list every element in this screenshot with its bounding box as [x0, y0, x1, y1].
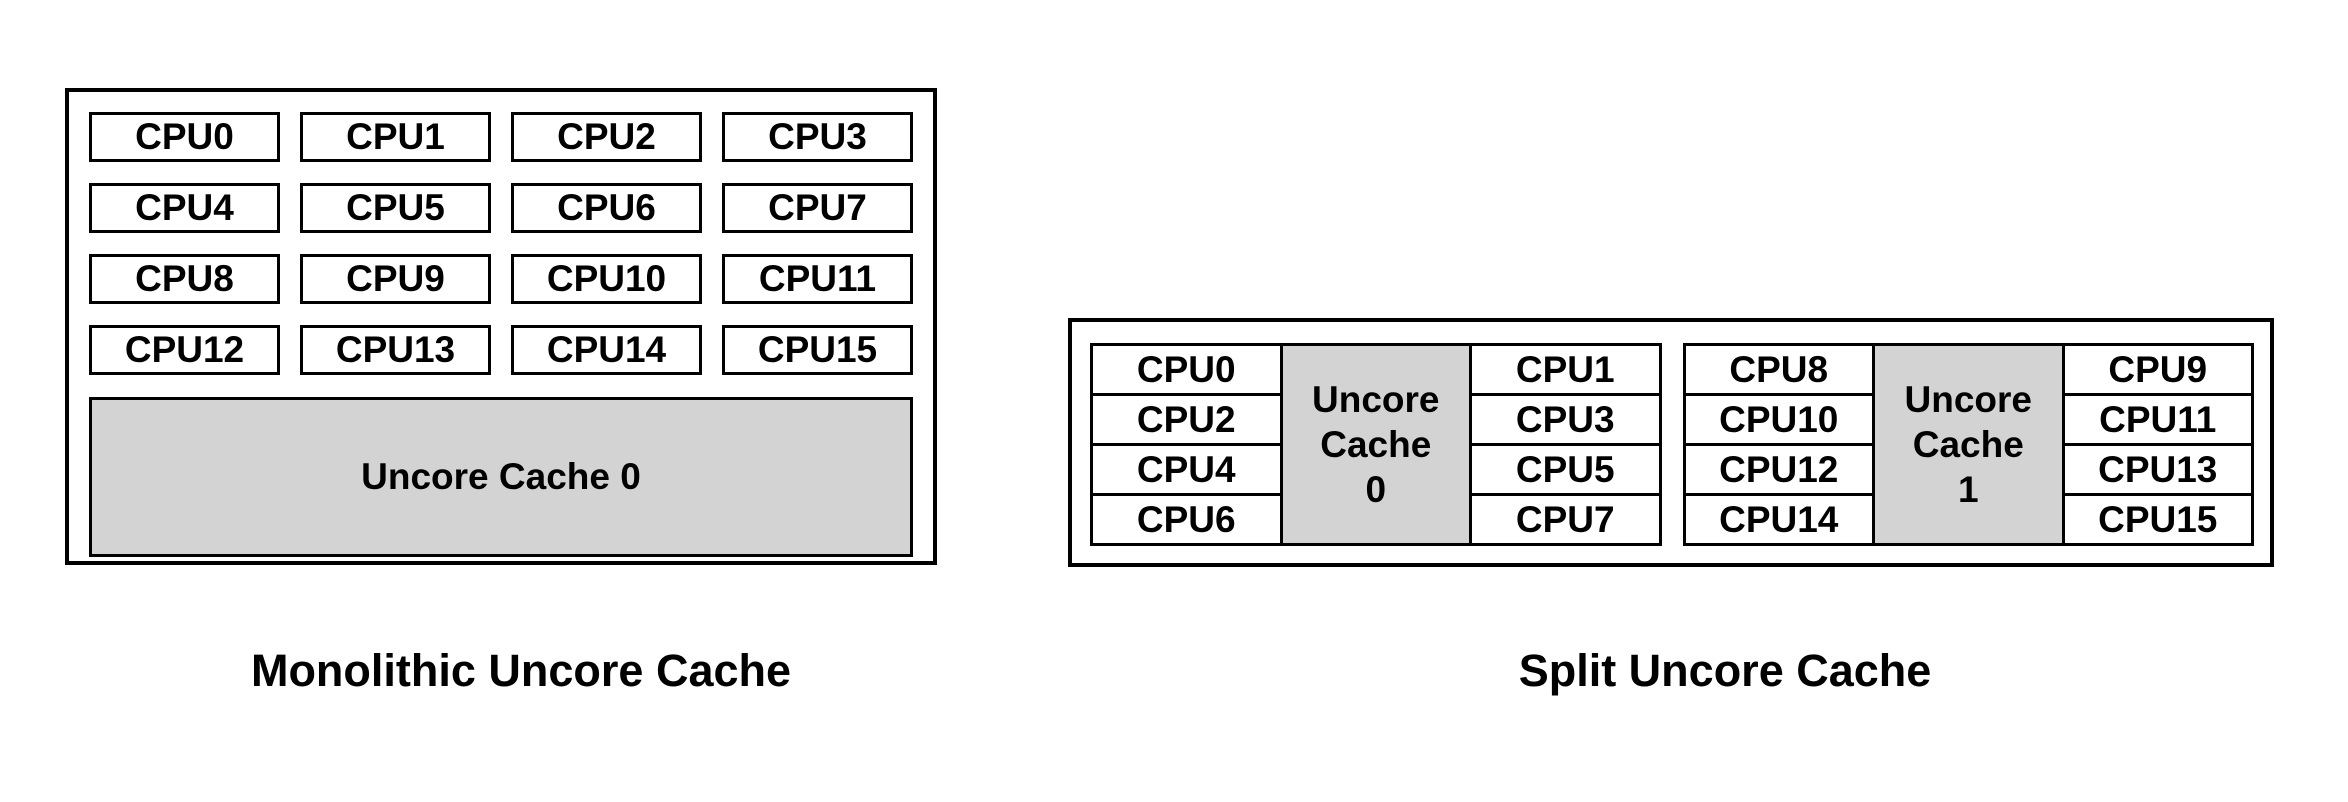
cpu-cell: CPU15	[722, 325, 913, 375]
split-uncore-diagram: CPU0 CPU2 CPU4 CPU6 Uncore Cache 0 CPU1 …	[1068, 318, 2274, 567]
cache-label-line: 1	[1957, 469, 1979, 510]
split-group-1: CPU8 CPU10 CPU12 CPU14 Uncore Cache 1 CP…	[1682, 343, 2254, 546]
cpu-cell: CPU13	[2064, 446, 2251, 493]
cpu-cell: CPU11	[722, 254, 913, 304]
cpu-cell: CPU0	[89, 112, 280, 162]
cpu-cell: CPU13	[300, 325, 491, 375]
cpu-cell: CPU6	[1093, 496, 1280, 543]
cpu-cell: CPU7	[1472, 496, 1659, 543]
cpu-cell: CPU10	[1685, 396, 1872, 443]
uncore-cache-0-block: Uncore Cache 0	[1282, 346, 1469, 543]
cpu-cell: CPU4	[89, 183, 280, 233]
cpu-cell: CPU1	[300, 112, 491, 162]
uncore-cache-1-block: Uncore Cache 1	[1875, 346, 2062, 543]
cpu-cell: CPU3	[1472, 396, 1659, 443]
uncore-cache-0-block: Uncore Cache 0	[89, 397, 913, 557]
cpu-cell: CPU10	[511, 254, 702, 304]
monolithic-cpu-grid: CPU0 CPU1 CPU2 CPU3 CPU4 CPU5 CPU6 CPU7 …	[89, 112, 913, 375]
cpu-cell: CPU12	[89, 325, 280, 375]
cpu-cell: CPU0	[1093, 346, 1280, 393]
cpu-cell: CPU12	[1685, 446, 1872, 493]
cpu-cell: CPU4	[1093, 446, 1280, 493]
cpu-cell: CPU9	[2064, 346, 2251, 393]
monolithic-caption: Monolithic Uncore Cache	[250, 645, 792, 696]
cpu-cell: CPU2	[511, 112, 702, 162]
cpu-cell: CPU8	[1685, 346, 1872, 393]
split-caption: Split Uncore Cache	[1518, 645, 1932, 696]
cpu-cell: CPU3	[722, 112, 913, 162]
cpu-cell: CPU2	[1093, 396, 1280, 443]
cpu-cell: CPU14	[511, 325, 702, 375]
monolithic-uncore-diagram: CPU0 CPU1 CPU2 CPU3 CPU4 CPU5 CPU6 CPU7 …	[65, 88, 937, 565]
cache-label-line: Cache	[1912, 424, 2024, 465]
cpu-cell: CPU7	[722, 183, 913, 233]
cpu-cell: CPU5	[1472, 446, 1659, 493]
cache-label-line: Cache	[1320, 424, 1432, 465]
cpu-cell: CPU9	[300, 254, 491, 304]
cache-label-line: 0	[1365, 469, 1387, 510]
cpu-cell: CPU11	[2064, 396, 2251, 443]
cpu-cell: CPU8	[89, 254, 280, 304]
cpu-cell: CPU15	[2064, 496, 2251, 543]
cache-label-line: Uncore	[1312, 379, 1440, 420]
cpu-cell: CPU5	[300, 183, 491, 233]
split-group-0: CPU0 CPU2 CPU4 CPU6 Uncore Cache 0 CPU1 …	[1090, 343, 1662, 546]
cpu-cell: CPU6	[511, 183, 702, 233]
cpu-cell: CPU14	[1685, 496, 1872, 543]
cache-label-line: Uncore	[1904, 379, 2032, 420]
cpu-cell: CPU1	[1472, 346, 1659, 393]
